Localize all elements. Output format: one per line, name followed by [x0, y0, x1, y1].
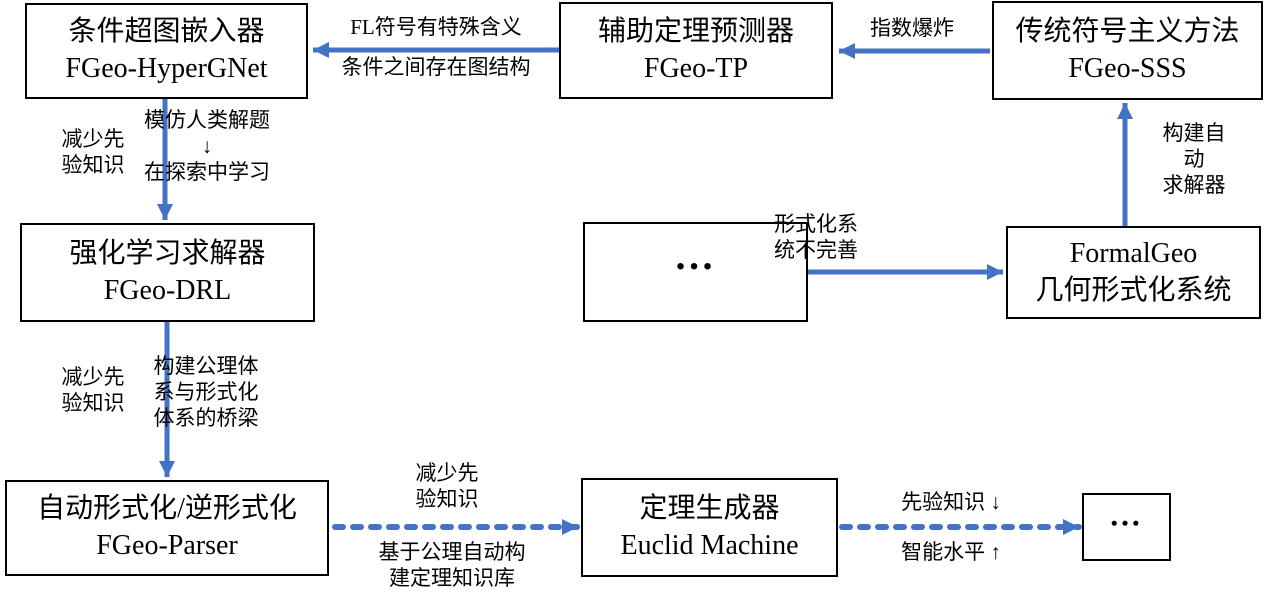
node-fgeo-tp-title: 辅助定理预测器	[597, 15, 794, 47]
node-fgeo-sss-title: 传统符号主义方法	[1015, 15, 1240, 47]
node-fgeo-parser-title: 自动形式化/逆形式化	[37, 493, 297, 525]
label-formal-system-imperfect: 形式化系 统不完善	[774, 211, 858, 262]
node-fgeo-hypergnet: 条件超图嵌入器 FGeo-HyperGNet	[25, 3, 308, 99]
node-fgeo-tp-subtitle: FGeo-TP	[643, 52, 749, 84]
node-end-ellipsis: …	[1082, 493, 1171, 561]
node-fgeo-hypergnet-subtitle: FGeo-HyperGNet	[65, 53, 268, 84]
node-euclid-machine-title: 定理生成器	[639, 492, 780, 524]
label-build-automatic-solver: 构建自动 求解器	[1162, 120, 1226, 198]
label-imitate-human-solving: 模仿人类解题 ↓ 在探索中学习	[144, 107, 270, 185]
label-reduce-prior-knowledge-1: 减少先 验知识	[61, 126, 125, 177]
node-fgeo-hypergnet-title: 条件超图嵌入器	[68, 16, 265, 48]
node-mid-ellipsis: …	[583, 222, 808, 322]
node-formalgeo-subtitle: 几何形式化系统	[1035, 274, 1232, 306]
label-fl-symbols: FL符号有特殊含义	[350, 14, 522, 39]
end-ellipsis-text: …	[1109, 496, 1144, 533]
mid-ellipsis-text: …	[674, 232, 717, 278]
label-reduce-prior-knowledge-3: 减少先 验知识	[415, 460, 479, 511]
node-fgeo-parser: 自动形式化/逆形式化 FGeo-Parser	[5, 480, 329, 576]
node-fgeo-sss-subtitle: FGeo-SSS	[1068, 52, 1187, 84]
node-fgeo-parser-subtitle: FGeo-Parser	[96, 530, 238, 561]
node-fgeo-sss: 传统符号主义方法 FGeo-SSS	[992, 1, 1263, 100]
node-formalgeo-title: FormalGeo	[1069, 237, 1198, 269]
label-graph-structure: 条件之间存在图结构	[341, 54, 531, 79]
label-axiom-theorem-kb: 基于公理自动构 建定理知识库	[378, 539, 526, 590]
node-euclid-machine: 定理生成器 Euclid Machine	[581, 478, 838, 577]
label-prior-knowledge-down: 先验知识 ↓	[901, 489, 1001, 514]
node-fgeo-tp: 辅助定理预测器 FGeo-TP	[559, 2, 833, 99]
label-axiom-bridge: 构建公理体 系与形式化 体系的桥梁	[153, 353, 259, 431]
label-intelligence-up: 智能水平 ↑	[901, 539, 1001, 564]
label-reduce-prior-knowledge-2: 减少先 验知识	[61, 364, 125, 415]
node-fgeo-drl-title: 强化学习求解器	[69, 237, 266, 269]
node-fgeo-drl-subtitle: FGeo-DRL	[103, 274, 232, 306]
label-exponential-explosion: 指数爆炸	[870, 15, 954, 40]
node-fgeo-drl: 强化学习求解器 FGeo-DRL	[20, 223, 315, 322]
node-euclid-machine-subtitle: Euclid Machine	[620, 529, 799, 561]
node-formalgeo: FormalGeo 几何形式化系统	[1006, 226, 1261, 319]
